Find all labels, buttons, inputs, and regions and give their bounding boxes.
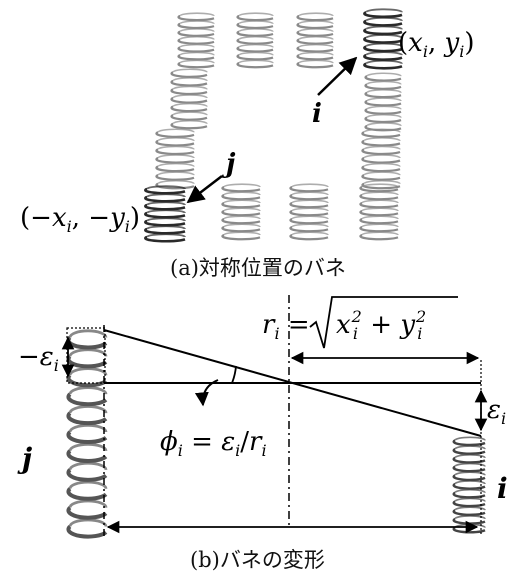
spring-i [452, 436, 486, 534]
spring-i-coil [452, 436, 486, 534]
spring-10 [221, 183, 261, 241]
spring-j [66, 329, 108, 539]
spring-7 [155, 128, 195, 190]
arrow-to-spring-j [186, 175, 223, 204]
angle-arc [231, 365, 237, 384]
label-j-b: j [17, 442, 32, 475]
label-i-b: i [497, 472, 508, 505]
phi-pointer-arrow [194, 379, 219, 407]
phi-equation: ϕi = εi/ri [160, 427, 267, 460]
deformation-box [66, 327, 106, 384]
arrow-to-spring-i [317, 56, 358, 96]
neg-eps-label: −εi [18, 342, 59, 375]
spring-9 [144, 185, 186, 243]
caption-b: (b)バネの変形 [190, 548, 325, 572]
radius-equation: ri = [262, 310, 310, 343]
spring-array [144, 8, 403, 243]
coord-label-j: (−xi, −yi) [20, 203, 140, 236]
spring-3 [296, 12, 334, 69]
spring-12 [359, 183, 399, 241]
eps-label: εi [487, 395, 506, 428]
spring-1 [177, 12, 215, 69]
spring-11 [289, 183, 329, 241]
caption-a: (a)対称位置のバネ [170, 256, 346, 280]
spring-8 [361, 128, 401, 190]
spring-6 [364, 72, 402, 132]
tilted-line [103, 329, 482, 437]
spring-4 [363, 8, 403, 70]
spring-2 [236, 12, 274, 69]
sqrt-symbol [309, 296, 458, 349]
label-i-a: i [312, 99, 322, 129]
spring-j-coil [66, 329, 108, 539]
spring-5 [170, 68, 208, 130]
coord-label-i: (xi, yi) [398, 28, 474, 61]
label-j-a: j [221, 149, 236, 179]
